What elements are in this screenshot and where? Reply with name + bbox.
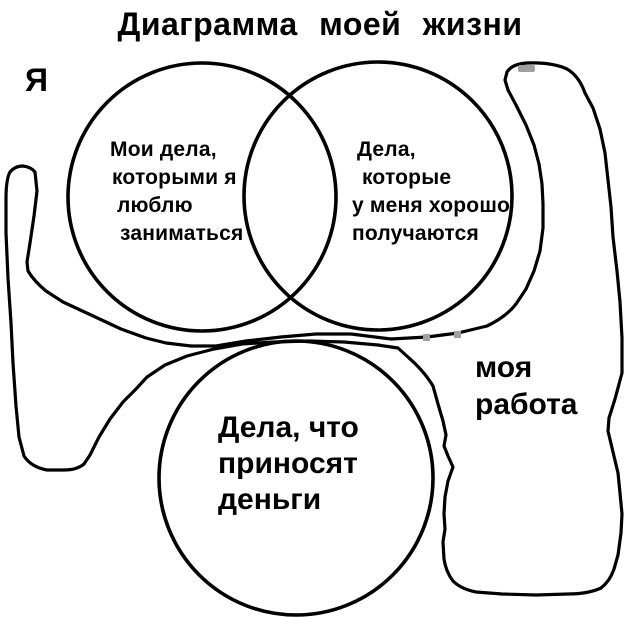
circle-love-line: Мои дела, [110,138,217,161]
label-my-job-line: моя [475,351,533,384]
circle-love-line: которыми я [112,166,237,189]
fingertip-scan-artifact [518,65,535,72]
label-me: Я [25,62,48,98]
hand-middle-finger-outline [4,61,624,597]
circle-good-line: получаются [352,222,479,245]
circle-love [66,61,338,333]
circle-good-line: у меня хорошо [352,194,511,217]
circle-money-line: Дела, что [218,411,359,444]
circle-good-text: Дела, которые у меня хорошо получаются [352,136,510,248]
circle-money-text: Дела, что приносят деньги [218,410,359,518]
circle-good-line: Дела, [357,138,416,161]
circle-love-text: Мои дела, которыми я люблю заниматься [110,136,244,248]
circle-good-line: которые [362,166,452,189]
circle-love-line: заниматься [120,222,244,245]
line-scan-artifact-2 [454,331,461,338]
circle-money-line: деньги [218,483,322,516]
line-scan-artifact-1 [423,334,430,341]
page-title: Диаграмма моей жизни [117,6,523,42]
label-my-job-line: работа [475,388,578,421]
circle-good [242,60,514,332]
circle-money-line: приносят [218,447,358,480]
circle-love-line: люблю [117,194,193,217]
label-my-job: моя работа [475,349,578,423]
